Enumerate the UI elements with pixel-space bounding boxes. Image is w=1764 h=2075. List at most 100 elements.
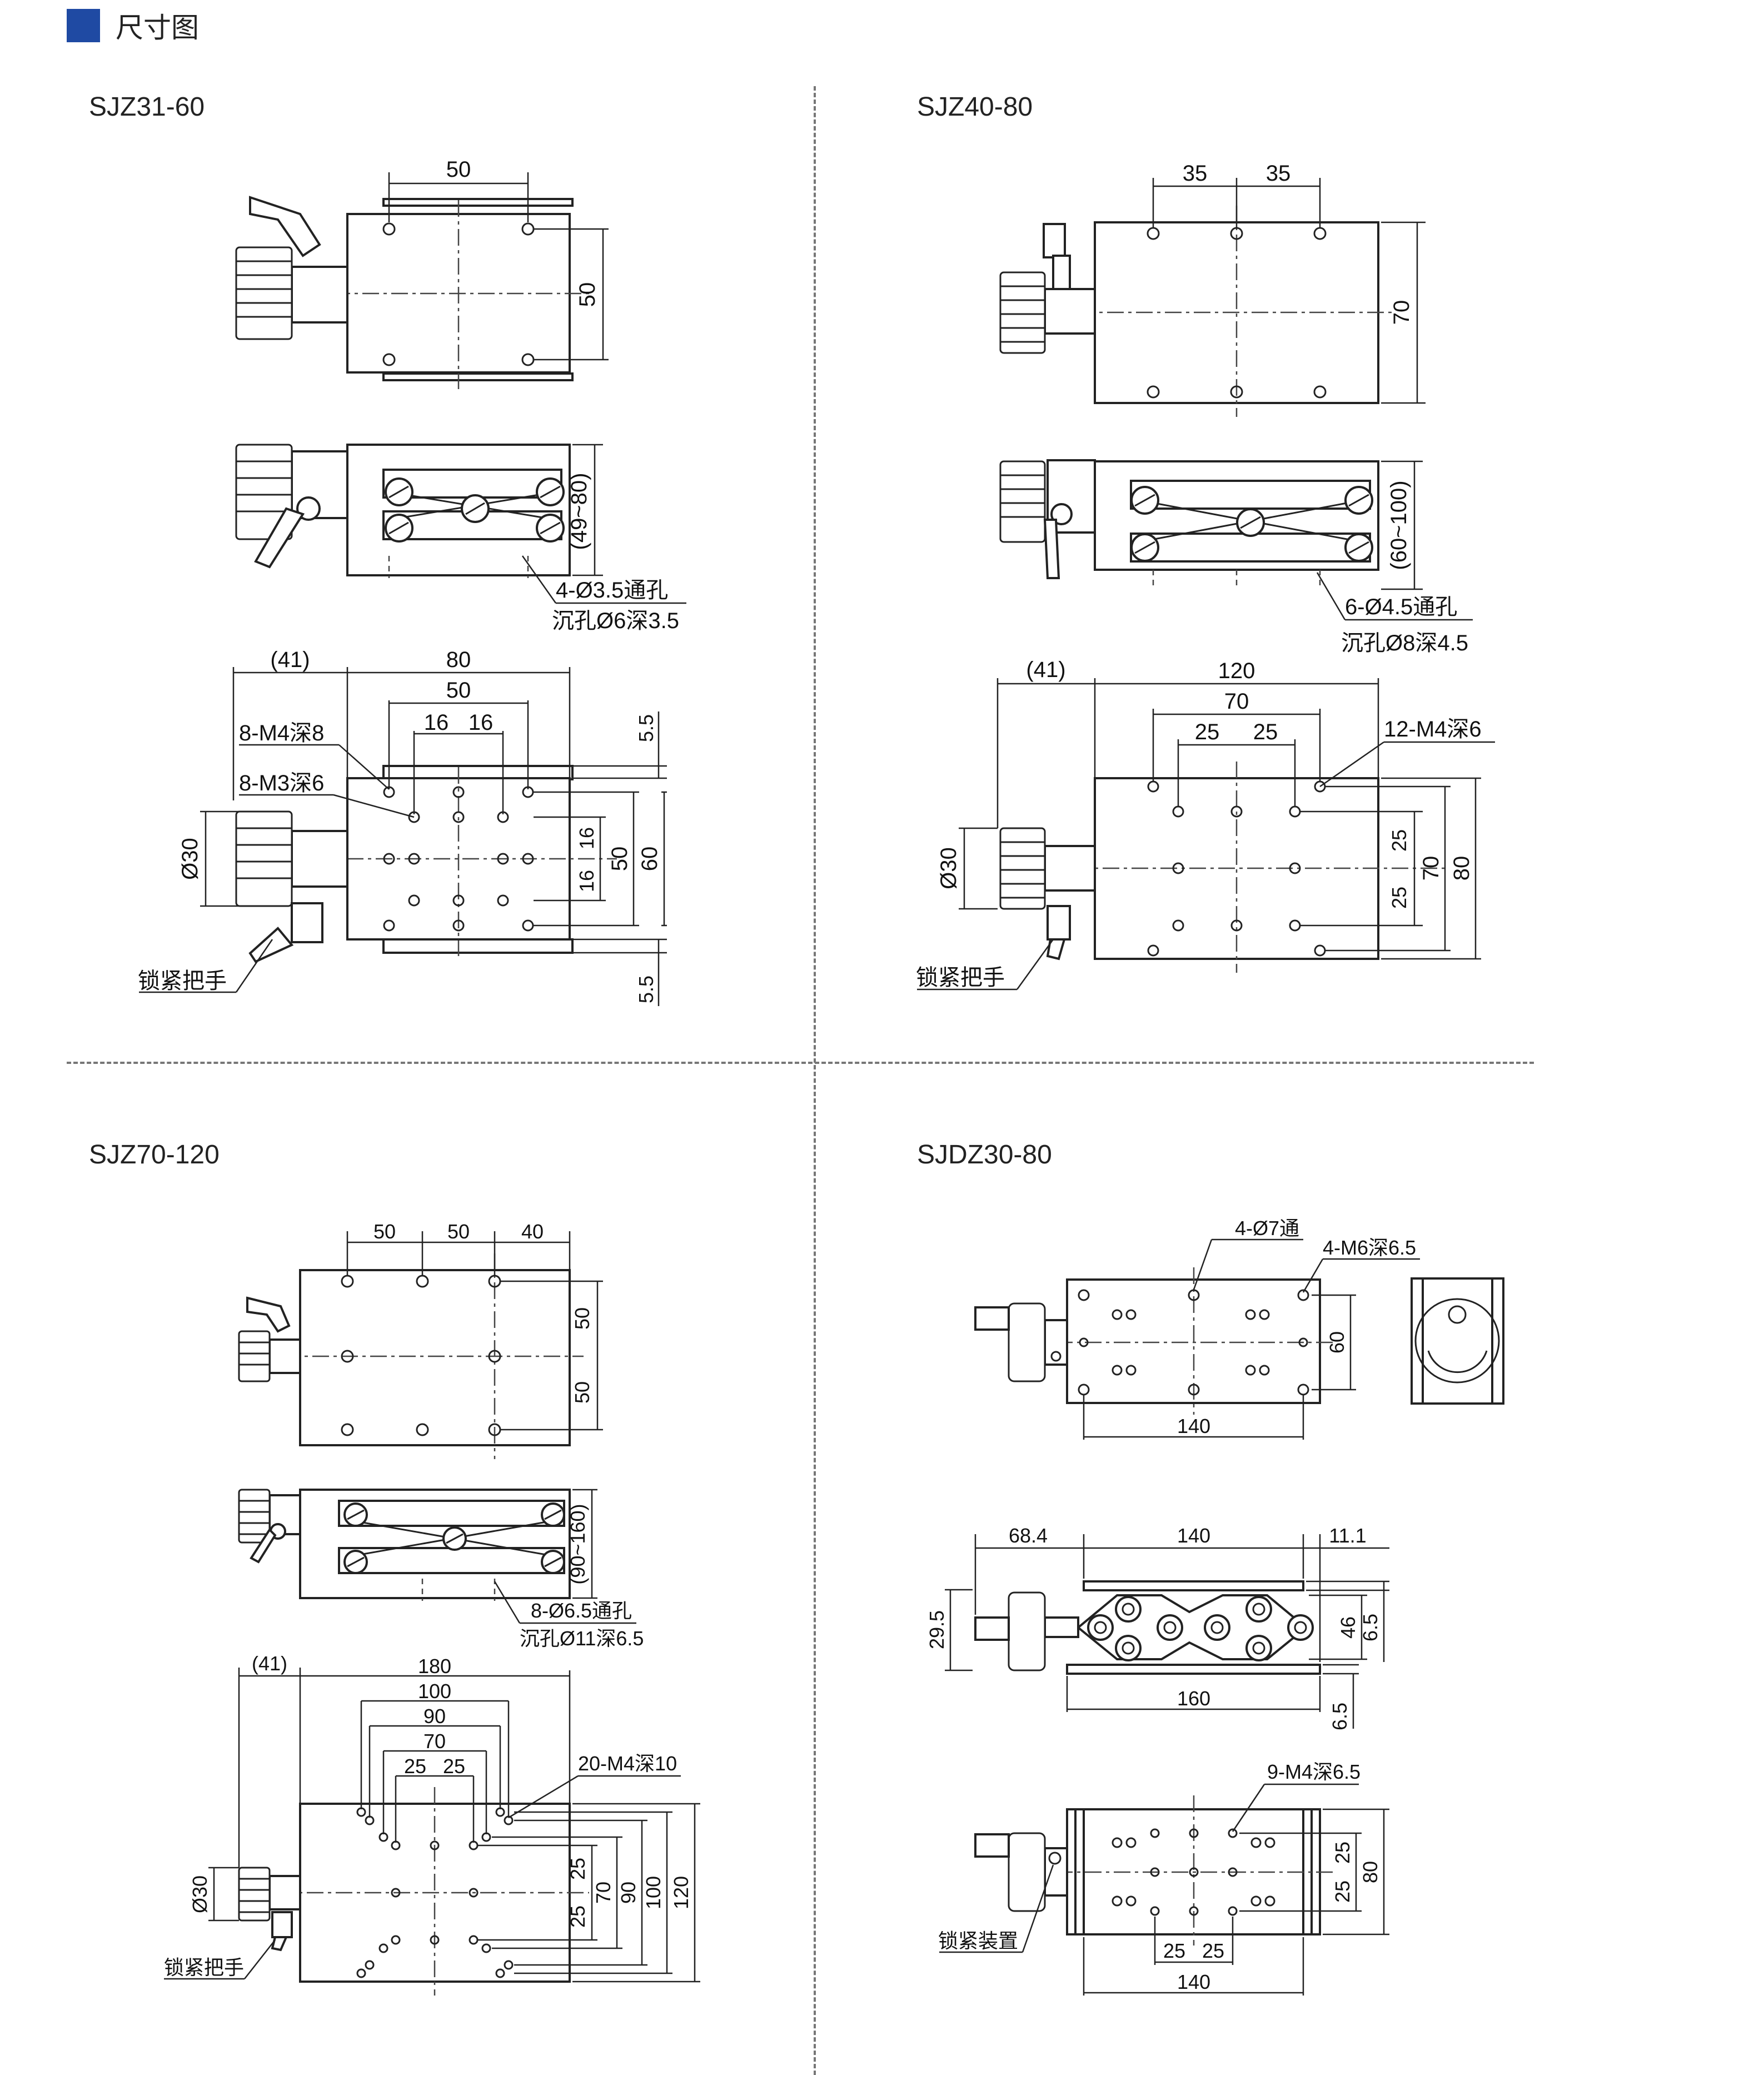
sjz70-dim-width-180: 180 xyxy=(418,1655,451,1678)
sjdz30-dim-side-h1: 29.5 xyxy=(925,1610,948,1649)
horizontal-divider xyxy=(67,1062,1534,1064)
sjz70-dim-70-v: 70 xyxy=(592,1882,615,1904)
sjz70-dim-top-v2: 50 xyxy=(571,1381,594,1404)
sjdz30-hole-note-2: 4-M6深6.5 xyxy=(1323,1236,1416,1259)
sjz31-dim-50-v: 50 xyxy=(607,847,632,872)
sjz70-bottom-view: (41) 180 100 90 70 25 25 20-M4深10 Ø30 25… xyxy=(164,1652,700,1996)
sjdz30-thread-note: 9-M4深6.5 xyxy=(1267,1760,1361,1783)
sjz31-dim-16b: 16 xyxy=(469,710,494,735)
sjdz30-dim-bottom-v1: 25 xyxy=(1331,1842,1354,1864)
sjz40-bottom-view: (41) 120 70 25 25 12-M4深6 Ø30 25 25 70 8… xyxy=(916,658,1495,991)
sjz31-dim-5-5-top: 5.5 xyxy=(635,714,657,742)
sjz40-dim-25-v1: 25 xyxy=(1388,829,1411,852)
sjz31-thread-note-1: 8-M4深8 xyxy=(239,721,324,745)
sjz31-dim-side-height: (49~80) xyxy=(567,473,591,550)
sjz31-hole-grid xyxy=(383,786,534,932)
sjz40-dim-25a: 25 xyxy=(1195,720,1220,744)
sjz31-hole-note-1: 4-Ø3.5通孔 xyxy=(556,578,668,603)
sjz40-dim-80-v: 80 xyxy=(1449,856,1474,881)
sjdz30-dim-top-width: 140 xyxy=(1177,1415,1210,1437)
sjdz30-dim-side-left: 68.4 xyxy=(1009,1524,1048,1547)
sjz31-bottom-view: (41) 80 50 16 16 8-M4深8 8-M3深6 Ø30 5.5 1… xyxy=(138,648,667,1006)
sjz31-lock-handle-label: 锁紧把手 xyxy=(138,969,227,993)
sjdz30-dim-bottom-width: 140 xyxy=(1177,1970,1210,1993)
sjz70-dim-width-70: 70 xyxy=(423,1730,446,1753)
sjz70-dim-top-a: 50 xyxy=(373,1220,396,1243)
sjz40-dim-side-height: (60~100) xyxy=(1387,480,1411,570)
sjz70-dim-knob-offset: (41) xyxy=(252,1652,287,1675)
sjz40-hole-note-1: 6-Ø4.5通孔 xyxy=(1345,595,1457,619)
sjz70-hole-note-1: 8-Ø6.5通孔 xyxy=(531,1599,632,1622)
sjz40-dim-width-70: 70 xyxy=(1224,689,1249,714)
sjz40-dim-top-b: 35 xyxy=(1266,161,1291,186)
sjz70-dim-dia30: Ø30 xyxy=(188,1875,211,1913)
model-label-sjz31-60: SJZ31-60 xyxy=(89,92,205,122)
sjdz30-dim-bottom-d1: 25 xyxy=(1163,1939,1185,1962)
sjz40-hole-note-2: 沉孔Ø8深4.5 xyxy=(1341,631,1468,655)
sjz31-dim-top-height: 50 xyxy=(575,282,600,307)
sjz40-dim-25b: 25 xyxy=(1253,720,1278,744)
header-marker xyxy=(67,9,100,42)
sjz31-dim-16-v1: 16 xyxy=(575,827,598,849)
sjdz30-top-view: 4-Ø7通 4-M6深6.5 60 140 xyxy=(974,1217,1504,1440)
sjz31-thread-note-2: 8-M3深6 xyxy=(239,771,324,795)
sjz40-dim-width-120: 120 xyxy=(1218,659,1255,683)
section-title: 尺寸图 xyxy=(116,12,199,43)
sjz70-dim-25a: 25 xyxy=(404,1755,426,1778)
sjdz30-dim-bottom-v2: 25 xyxy=(1331,1880,1354,1903)
sjz40-top-view: 35 35 70 xyxy=(999,161,1426,417)
sjz40-hole-grid xyxy=(1147,780,1326,957)
sjz40-dim-knob-offset: (41) xyxy=(1026,658,1065,682)
sjz70-dim-top-b: 50 xyxy=(447,1220,470,1243)
sjdz30-dim-bottom-v3: 80 xyxy=(1359,1861,1382,1883)
sjz31-dim-16-v2: 16 xyxy=(575,870,598,892)
vertical-divider xyxy=(814,86,816,2075)
sjz31-dim-knob-offset: (41) xyxy=(270,648,310,672)
sjdz30-dim-top-height: 60 xyxy=(1326,1331,1348,1354)
sjz40-dim-25-v2: 25 xyxy=(1388,887,1411,909)
sjz70-dim-side-height: (90~160) xyxy=(566,1504,589,1584)
sjz31-side-view: (49~80) 4-Ø3.5通孔 沉孔Ø6深3.5 xyxy=(235,444,686,633)
sjdz30-side-view: 68.4 140 11.1 29.5 46 6.5 160 6.5 xyxy=(925,1524,1389,1730)
sjdz30-dim-side-right: 11.1 xyxy=(1329,1524,1366,1547)
sjz70-dim-120-v: 120 xyxy=(670,1876,692,1909)
sjz70-dim-100-v: 100 xyxy=(642,1876,665,1909)
sjz40-dim-70-v: 70 xyxy=(1419,856,1443,881)
section-header: 尺寸图 xyxy=(67,6,199,46)
sjz31-dim-5-5-bottom: 5.5 xyxy=(635,976,657,1003)
sjz40-lock-handle-label: 锁紧把手 xyxy=(916,966,1005,990)
sjz40-dim-top-height: 70 xyxy=(1389,300,1414,325)
sjz70-dim-top-c: 40 xyxy=(521,1220,544,1243)
sjz70-dim-top-v1: 50 xyxy=(571,1307,594,1330)
sjdz30-dim-side-h2: 46 xyxy=(1337,1616,1359,1639)
sjdz30-hole-note-1: 4-Ø7通 xyxy=(1235,1217,1299,1240)
sjz70-side-view: (90~160) 8-Ø6.5通孔 沉孔Ø11深6.5 xyxy=(238,1489,644,1650)
sjz70-dim-width-90: 90 xyxy=(423,1705,446,1728)
sjz31-dim-16a: 16 xyxy=(424,710,449,735)
sjdz30-dim-side-width: 140 xyxy=(1177,1524,1210,1547)
sjdz30-bottom-view: 9-M4深6.5 25 25 80 25 25 140 锁紧装置 xyxy=(938,1760,1389,1996)
sjz70-hole-grid xyxy=(356,1807,514,1978)
sjz31-dim-60-v: 60 xyxy=(637,847,662,872)
sjz40-dim-top-a: 35 xyxy=(1183,161,1208,186)
sjdz30-dim-side-bottom: 160 xyxy=(1177,1687,1210,1710)
sjz40-dim-dia30: Ø30 xyxy=(936,847,961,889)
sjz70-dim-25-v1: 25 xyxy=(566,1858,589,1880)
model-label-sjdz30-80: SJDZ30-80 xyxy=(917,1140,1052,1170)
sjdz30-dim-side-h3: 6.5 xyxy=(1359,1614,1382,1641)
sjz40-thread-note: 12-M4深6 xyxy=(1384,717,1482,742)
sjz70-dim-25b: 25 xyxy=(443,1755,465,1778)
model-label-sjz70-120: SJZ70-120 xyxy=(89,1140,220,1170)
sjz70-top-view: 50 50 40 50 50 xyxy=(238,1220,603,1459)
sjz70-lock-handle-label: 锁紧把手 xyxy=(164,1956,244,1979)
sjz70-thread-note: 20-M4深10 xyxy=(578,1752,677,1775)
sjz70-dim-width-100: 100 xyxy=(418,1680,451,1703)
sjdz30-lock-device-label: 锁紧装置 xyxy=(938,1929,1018,1952)
sjz40-side-view: (60~100) 6-Ø4.5通孔 沉孔Ø8深4.5 xyxy=(999,459,1473,655)
sjdz30-dim-side-h4: 6.5 xyxy=(1328,1703,1351,1730)
sjz31-dim-width-80: 80 xyxy=(446,648,471,672)
sjz70-dim-25-v2: 25 xyxy=(566,1905,589,1928)
model-label-sjz40-80: SJZ40-80 xyxy=(917,92,1033,122)
